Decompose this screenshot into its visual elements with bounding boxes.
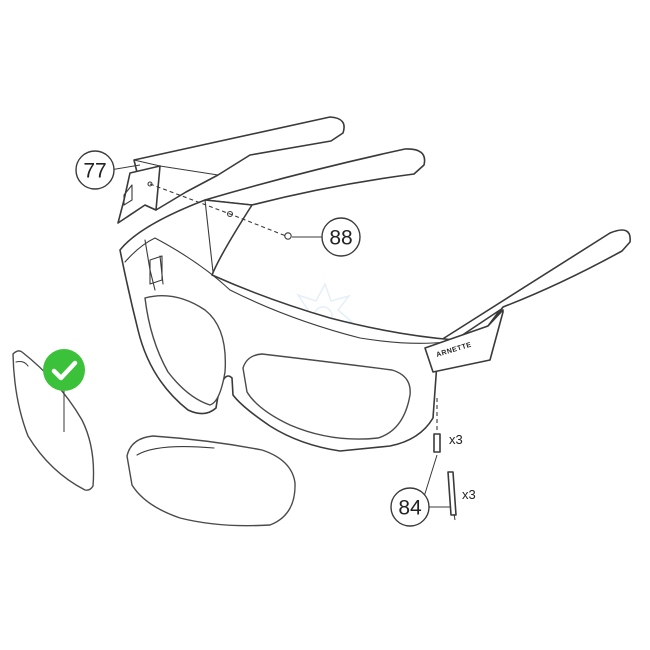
callout-84-label: 84 (398, 497, 422, 520)
pin-parts[interactable] (433, 398, 457, 521)
pin-upper-qty: x3 (449, 432, 463, 447)
callout-77[interactable]: 77 (75, 150, 141, 190)
callout-88[interactable]: 88 (292, 217, 361, 257)
screw-assembly-line (149, 183, 292, 240)
pin-long (447, 471, 457, 516)
callout-88-label: 88 (329, 227, 352, 250)
temple-arm-detached[interactable] (117, 116, 345, 224)
pin-lower-qty: x3 (462, 487, 476, 502)
lens-right-detached[interactable] (126, 435, 296, 527)
pin-short (433, 433, 441, 453)
available-check-icon (43, 349, 85, 391)
callout-77-label: 77 (83, 160, 106, 183)
sunglasses-frame[interactable]: ARNETTE (119, 148, 631, 452)
screw-88 (284, 232, 292, 240)
callout-84[interactable]: 84 (390, 454, 451, 527)
check-badge (43, 349, 85, 391)
lens-left-detached[interactable] (12, 350, 95, 491)
